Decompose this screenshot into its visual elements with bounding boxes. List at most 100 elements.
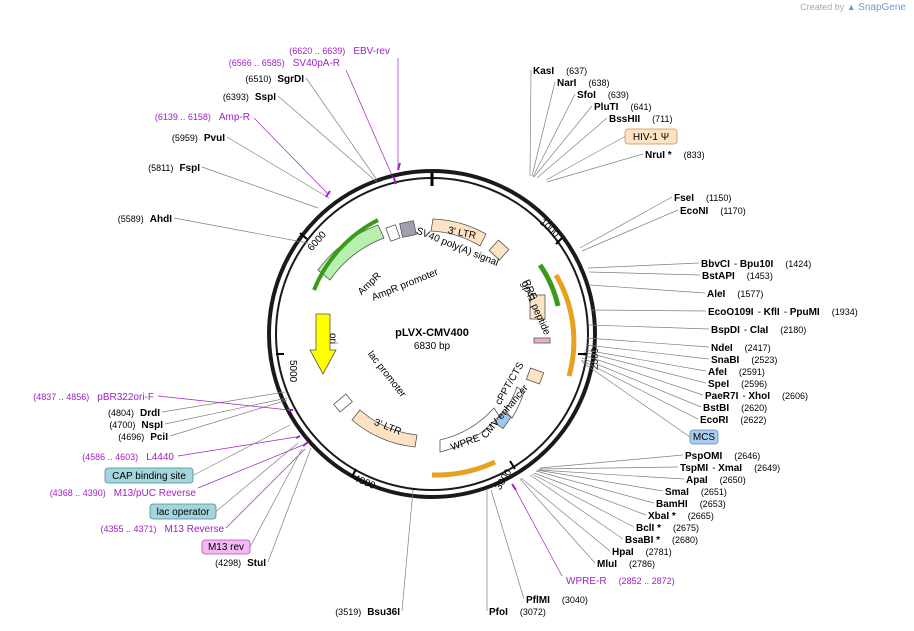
svg-text:StuI: StuI: [247, 558, 266, 569]
enzyme-label-xbai: XbaI *(2665): [648, 511, 714, 522]
svg-text:(1934): (1934): [832, 307, 858, 317]
mcs-arrow: [537, 263, 561, 307]
enzyme-label-alei: AleI (1577): [707, 289, 763, 300]
svg-text:PflMI: PflMI: [526, 595, 550, 606]
svg-text:ClaI: ClaI: [750, 325, 769, 336]
svg-text:AleI: AleI: [707, 289, 726, 300]
svg-text:(4804): (4804): [108, 408, 134, 418]
tick-6000: 6000: [306, 229, 329, 253]
enzyme-label-nrui: NruI *(833): [645, 150, 705, 161]
svg-text:EcoRI: EcoRI: [700, 415, 729, 426]
primer-label-sv40par: SV40pA-R (6566 .. 6585): [229, 58, 340, 69]
enzyme-label-bsabi: BsaBI *(2680): [625, 535, 698, 546]
svg-text:(4586 .. 4603): (4586 .. 4603): [82, 452, 138, 462]
svg-text:HIV-1 Ψ: HIV-1 Ψ: [633, 132, 669, 143]
ori-arrow: [309, 313, 337, 375]
primer-label-pbr322orif: pBR322ori-F(4837 .. 4856): [33, 392, 154, 403]
enzyme-label-drdi: DrdI (4804): [108, 408, 160, 419]
enzyme-label-bsshii: BssHII(711): [609, 114, 672, 125]
3p-ltr-bottom-arrow: [431, 459, 497, 478]
svg-text:(2620): (2620): [741, 403, 767, 413]
svg-text:-: -: [744, 325, 747, 336]
enzyme-label-ecori: EcoRI(2622): [700, 415, 766, 426]
svg-text:(2606): (2606): [782, 391, 808, 401]
svg-text:(5811): (5811): [148, 163, 173, 173]
svg-text:FspI: FspI: [179, 163, 200, 174]
svg-text:PciI: PciI: [150, 432, 168, 443]
enzyme-label-nspi: NspI (4700): [109, 420, 163, 431]
feature-box-lacoperator: lac operator: [149, 503, 217, 520]
credit-brand: SnapGene: [858, 2, 906, 13]
feature-label-lac-promoter: lac promoter: [365, 349, 408, 400]
svg-text:lac operator: lac operator: [157, 507, 210, 518]
svg-text:(4355 .. 4371): (4355 .. 4371): [100, 524, 156, 534]
svg-text:-: -: [742, 391, 745, 402]
svg-text:(4700): (4700): [109, 420, 135, 430]
svg-text:NspI: NspI: [141, 420, 163, 431]
enzyme-label-bamhi: BamHI(2653): [656, 499, 726, 510]
cppt-feature: [525, 367, 545, 385]
svg-text:(6393): (6393): [223, 92, 249, 102]
ampr-promoter-feature: [385, 224, 401, 242]
enzyme-label-bspdi: BspDI-ClaI(2180): [711, 325, 806, 336]
svg-text:(2852 .. 2872): (2852 .. 2872): [619, 576, 675, 586]
svg-text:DrdI: DrdI: [140, 408, 160, 419]
enzyme-label-bsu36i: Bsu36I(3519): [335, 607, 400, 618]
svg-text:M13 Reverse: M13 Reverse: [165, 524, 225, 535]
enzyme-label-ecoo109i: EcoO109I-KflI-PpuMI(1934): [708, 307, 858, 318]
enzyme-label-snabi: SnaBI(2523): [711, 355, 777, 366]
gp41-feature: [533, 337, 551, 344]
svg-text:(2649): (2649): [754, 463, 780, 473]
svg-text:PaeR7I: PaeR7I: [705, 391, 739, 402]
svg-text:(1424): (1424): [785, 259, 811, 269]
svg-text:BbvCI: BbvCI: [701, 259, 730, 270]
svg-text:(4298): (4298): [215, 558, 241, 568]
svg-text:SspI: SspI: [255, 92, 276, 103]
svg-text:BssHII: BssHII: [609, 114, 640, 125]
svg-text:(5589): (5589): [118, 214, 144, 224]
svg-text:BclI *: BclI *: [636, 523, 661, 534]
svg-text:-: -: [734, 259, 737, 270]
svg-text:HpaI: HpaI: [612, 547, 634, 558]
enzyme-label-sspi: SspI (6393): [223, 92, 276, 103]
svg-text:XbaI *: XbaI *: [648, 511, 676, 522]
svg-text:(2650): (2650): [720, 475, 746, 485]
enzyme-label-afei: AfeI(2591): [708, 367, 765, 378]
wpre-feature: [439, 407, 500, 453]
svg-text:SV40pA-R: SV40pA-R: [293, 58, 340, 69]
svg-text:(6620 .. 6639): (6620 .. 6639): [289, 46, 345, 56]
enzyme-label-spei: SpeI(2596): [708, 379, 767, 390]
svg-text:(2591): (2591): [739, 367, 765, 377]
svg-text:(1577): (1577): [737, 289, 763, 299]
enzyme-label-fsei: FseI(1150): [674, 193, 731, 204]
feature-box-capbindingsite: CAP binding site: [104, 467, 194, 484]
svg-text:FseI: FseI: [674, 193, 694, 204]
svg-text:(2680): (2680): [672, 535, 698, 545]
enzyme-label-apai: ApaI(2650): [686, 475, 746, 486]
svg-text:MCS: MCS: [693, 432, 716, 443]
svg-text:(2417): (2417): [745, 343, 771, 353]
svg-text:Bsu36I: Bsu36I: [367, 607, 400, 618]
svg-text:PpuMI: PpuMI: [790, 307, 820, 318]
plasmid-name: pLVX-CMV400: [395, 327, 469, 339]
primer-label-wprer: WPRE-R(2852 .. 2872): [566, 576, 675, 587]
svg-text:M13 rev: M13 rev: [208, 542, 244, 553]
primer-label-ampr: Amp-R(6139 .. 6158): [155, 112, 250, 123]
enzyme-label-nari: NarI(638): [557, 78, 609, 89]
svg-text:SgrDI: SgrDI: [277, 74, 304, 85]
svg-text:AhdI: AhdI: [150, 214, 172, 225]
svg-text:MluI: MluI: [597, 559, 617, 570]
svg-text:Amp-R: Amp-R: [219, 112, 250, 123]
enzyme-label-bbvci: BbvCI-Bpu10I(1424): [701, 259, 811, 270]
svg-text:SpeI: SpeI: [708, 379, 729, 390]
svg-text:(641): (641): [630, 102, 651, 112]
primer-label-m13reverse: M13 Reverse (4355 .. 4371): [100, 524, 224, 535]
feature-box-hiv1: HIV-1 Ψ: [624, 128, 678, 145]
svg-text:(2646): (2646): [734, 451, 760, 461]
svg-text:(2651): (2651): [701, 487, 727, 497]
enzyme-label-kasi: KasI(637): [533, 66, 587, 77]
svg-text:(6566 .. 6585): (6566 .. 6585): [229, 58, 285, 68]
svg-text:(4368 .. 4390): (4368 .. 4390): [50, 488, 106, 498]
svg-text:(833): (833): [684, 150, 705, 160]
